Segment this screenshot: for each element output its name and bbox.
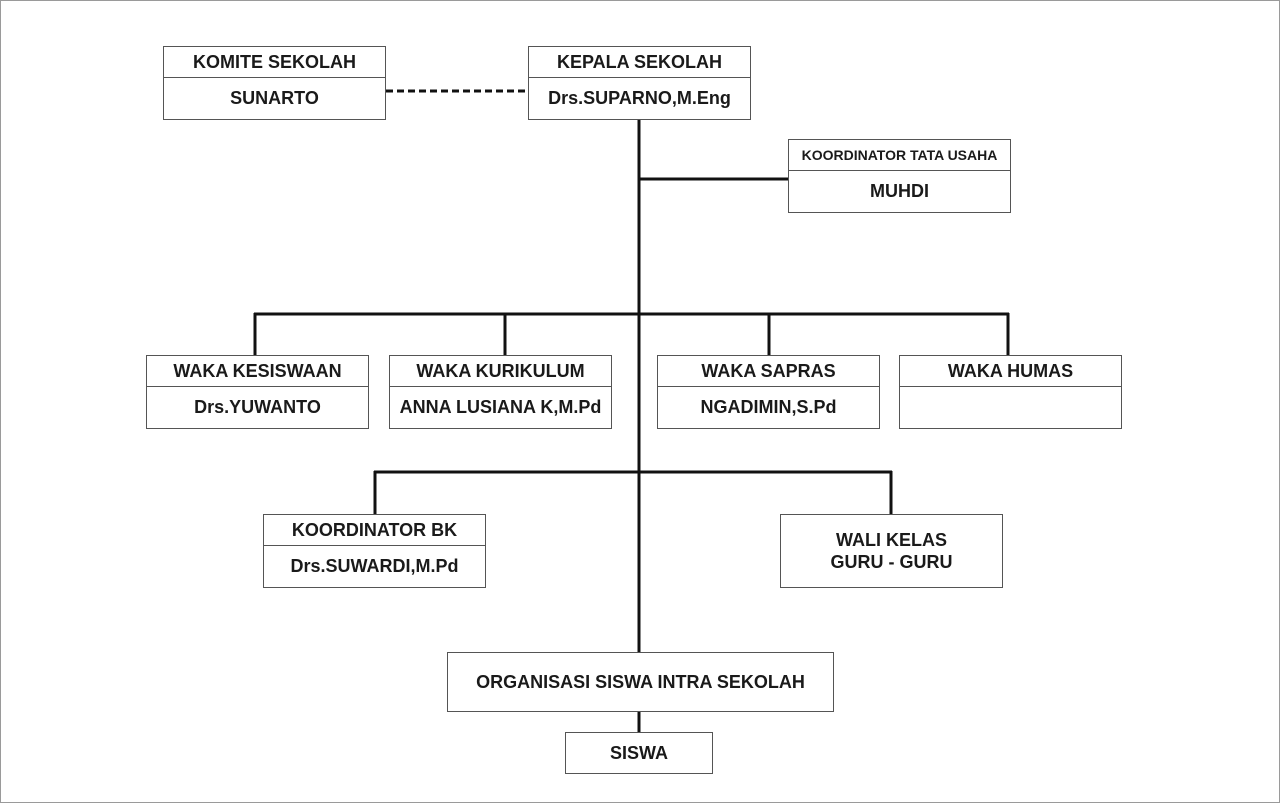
kepala-sekolah-box: KEPALA SEKOLAH Drs.SUPARNO,M.Eng xyxy=(528,46,751,120)
waka-sapras-box: WAKA SAPRAS NGADIMIN,S.Pd xyxy=(657,355,880,429)
waka-sapras-name: NGADIMIN,S.Pd xyxy=(700,397,837,417)
waka-kesiswaan-name: Drs.YUWANTO xyxy=(194,397,321,417)
waka-humas-box: WAKA HUMAS xyxy=(899,355,1122,429)
tata-usaha-box: KOORDINATOR TATA USAHA MUHDI xyxy=(788,139,1011,213)
tata-usaha-title: KOORDINATOR TATA USAHA xyxy=(789,140,1010,171)
waka-kesiswaan-title: WAKA KESISWAAN xyxy=(147,356,368,387)
siswa-label: SISWA xyxy=(609,743,668,763)
kepala-sekolah-name: Drs.SUPARNO,M.Eng xyxy=(548,88,731,108)
siswa-box: SISWA xyxy=(565,732,713,774)
koordinator-bk-name: Drs.SUWARDI,M.Pd xyxy=(290,556,459,576)
guru-label: GURU - GURU xyxy=(830,552,953,572)
komite-sekolah-box: KOMITE SEKOLAH SUNARTO xyxy=(163,46,386,120)
osis-box: ORGANISASI SISWA INTRA SEKOLAH xyxy=(447,652,834,712)
koordinator-bk-box: KOORDINATOR BK Drs.SUWARDI,M.Pd xyxy=(263,514,486,588)
kepala-sekolah-title: KEPALA SEKOLAH xyxy=(529,47,750,78)
komite-sekolah-name: SUNARTO xyxy=(230,88,319,108)
waka-sapras-title: WAKA SAPRAS xyxy=(658,356,879,387)
waka-humas-title: WAKA HUMAS xyxy=(900,356,1121,387)
wali-kelas-box: WALI KELAS GURU - GURU xyxy=(780,514,1003,588)
osis-label: ORGANISASI SISWA INTRA SEKOLAH xyxy=(476,672,805,692)
waka-kurikulum-box: WAKA KURIKULUM ANNA LUSIANA K,M.Pd xyxy=(389,355,612,429)
wali-kelas-label: WALI KELAS xyxy=(836,530,947,550)
koordinator-bk-title: KOORDINATOR BK xyxy=(264,515,485,546)
komite-sekolah-title: KOMITE SEKOLAH xyxy=(164,47,385,78)
waka-humas-name xyxy=(900,387,1121,428)
waka-kesiswaan-box: WAKA KESISWAAN Drs.YUWANTO xyxy=(146,355,369,429)
tata-usaha-name: MUHDI xyxy=(870,181,929,201)
waka-kurikulum-title: WAKA KURIKULUM xyxy=(390,356,611,387)
waka-kurikulum-name: ANNA LUSIANA K,M.Pd xyxy=(399,397,602,417)
